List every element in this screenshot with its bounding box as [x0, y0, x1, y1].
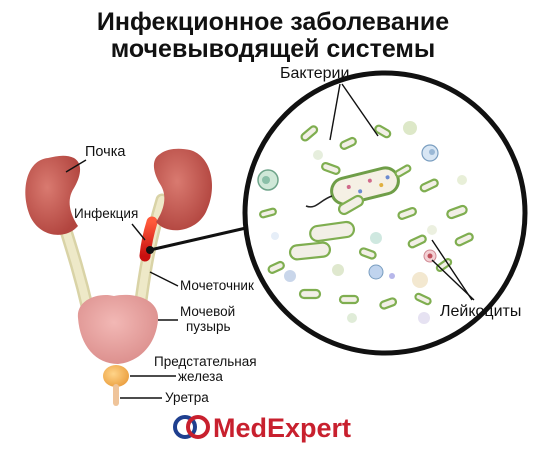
logo-ring-blue-icon — [173, 415, 197, 439]
title-line-2: мочевыводящей системы — [111, 35, 436, 63]
cell — [313, 150, 323, 160]
bacterium — [267, 260, 285, 274]
bacterium — [359, 247, 377, 260]
label-bladder-line1: Мочевой — [180, 304, 235, 319]
leader-ureter — [149, 271, 179, 287]
cell — [271, 232, 279, 240]
bacterium — [338, 294, 360, 305]
label-infection: Инфекция — [74, 206, 138, 221]
infection-area — [139, 216, 158, 262]
cell — [457, 175, 467, 185]
brand-name: MedExpert — [213, 413, 351, 443]
prostate — [103, 365, 129, 387]
cell — [403, 121, 417, 135]
bacterium — [419, 178, 439, 193]
bacterium — [309, 220, 356, 243]
bacterium — [288, 241, 332, 261]
cell — [332, 264, 344, 276]
bacterium — [394, 164, 412, 178]
bacterium — [407, 234, 427, 249]
bacterium — [446, 204, 468, 220]
bacterium — [298, 288, 322, 300]
label-bladder-line2: пузырь — [186, 319, 231, 334]
cell — [418, 312, 430, 324]
bacterium — [300, 125, 319, 142]
bacterium — [397, 206, 417, 220]
title-line-1: Инфекционное заболевание — [97, 8, 449, 36]
cell — [427, 225, 437, 235]
label-prostate-line1: Предстательная — [154, 354, 257, 369]
leader-infection — [131, 223, 146, 241]
label-leukocytes: Лейкоциты — [440, 303, 521, 320]
leader-leukocytes-1 — [431, 239, 473, 301]
label-bacteria: Бактерии — [280, 65, 349, 82]
leader-bacteria-1 — [329, 83, 341, 141]
leader-kidney — [65, 159, 87, 173]
bladder — [77, 294, 159, 364]
bacterium — [414, 292, 432, 306]
label-kidney: Почка — [85, 144, 126, 160]
bacterium — [337, 194, 365, 216]
left-kidney — [25, 155, 81, 235]
brand-logo: MedExpert — [173, 413, 351, 443]
bacterium — [321, 161, 341, 175]
cell — [284, 270, 296, 282]
bacterium — [259, 207, 277, 219]
leader-leukocytes-2 — [431, 259, 475, 301]
label-urethra: Уретра — [165, 390, 209, 405]
cell — [368, 264, 384, 280]
leader-bacteria-2 — [341, 83, 379, 137]
microscope-view — [242, 70, 528, 356]
label-ureter: Мочеточник — [180, 278, 254, 293]
microscope-contents — [257, 121, 474, 324]
cells-group — [257, 121, 467, 324]
cell — [347, 313, 357, 323]
bacterium — [379, 297, 397, 310]
logo-ring-red-icon — [186, 415, 210, 439]
cell — [370, 232, 382, 244]
urethra — [113, 384, 119, 406]
bacterium — [454, 232, 474, 247]
magnifier-anchor-dot — [146, 246, 154, 254]
cell — [412, 272, 428, 288]
bacterium — [339, 136, 357, 150]
bacterium-flagellum — [305, 195, 333, 208]
label-prostate-line2: железа — [178, 369, 223, 384]
bacterium — [374, 124, 392, 139]
magnifier-connector — [149, 226, 247, 252]
right-kidney — [153, 148, 213, 231]
